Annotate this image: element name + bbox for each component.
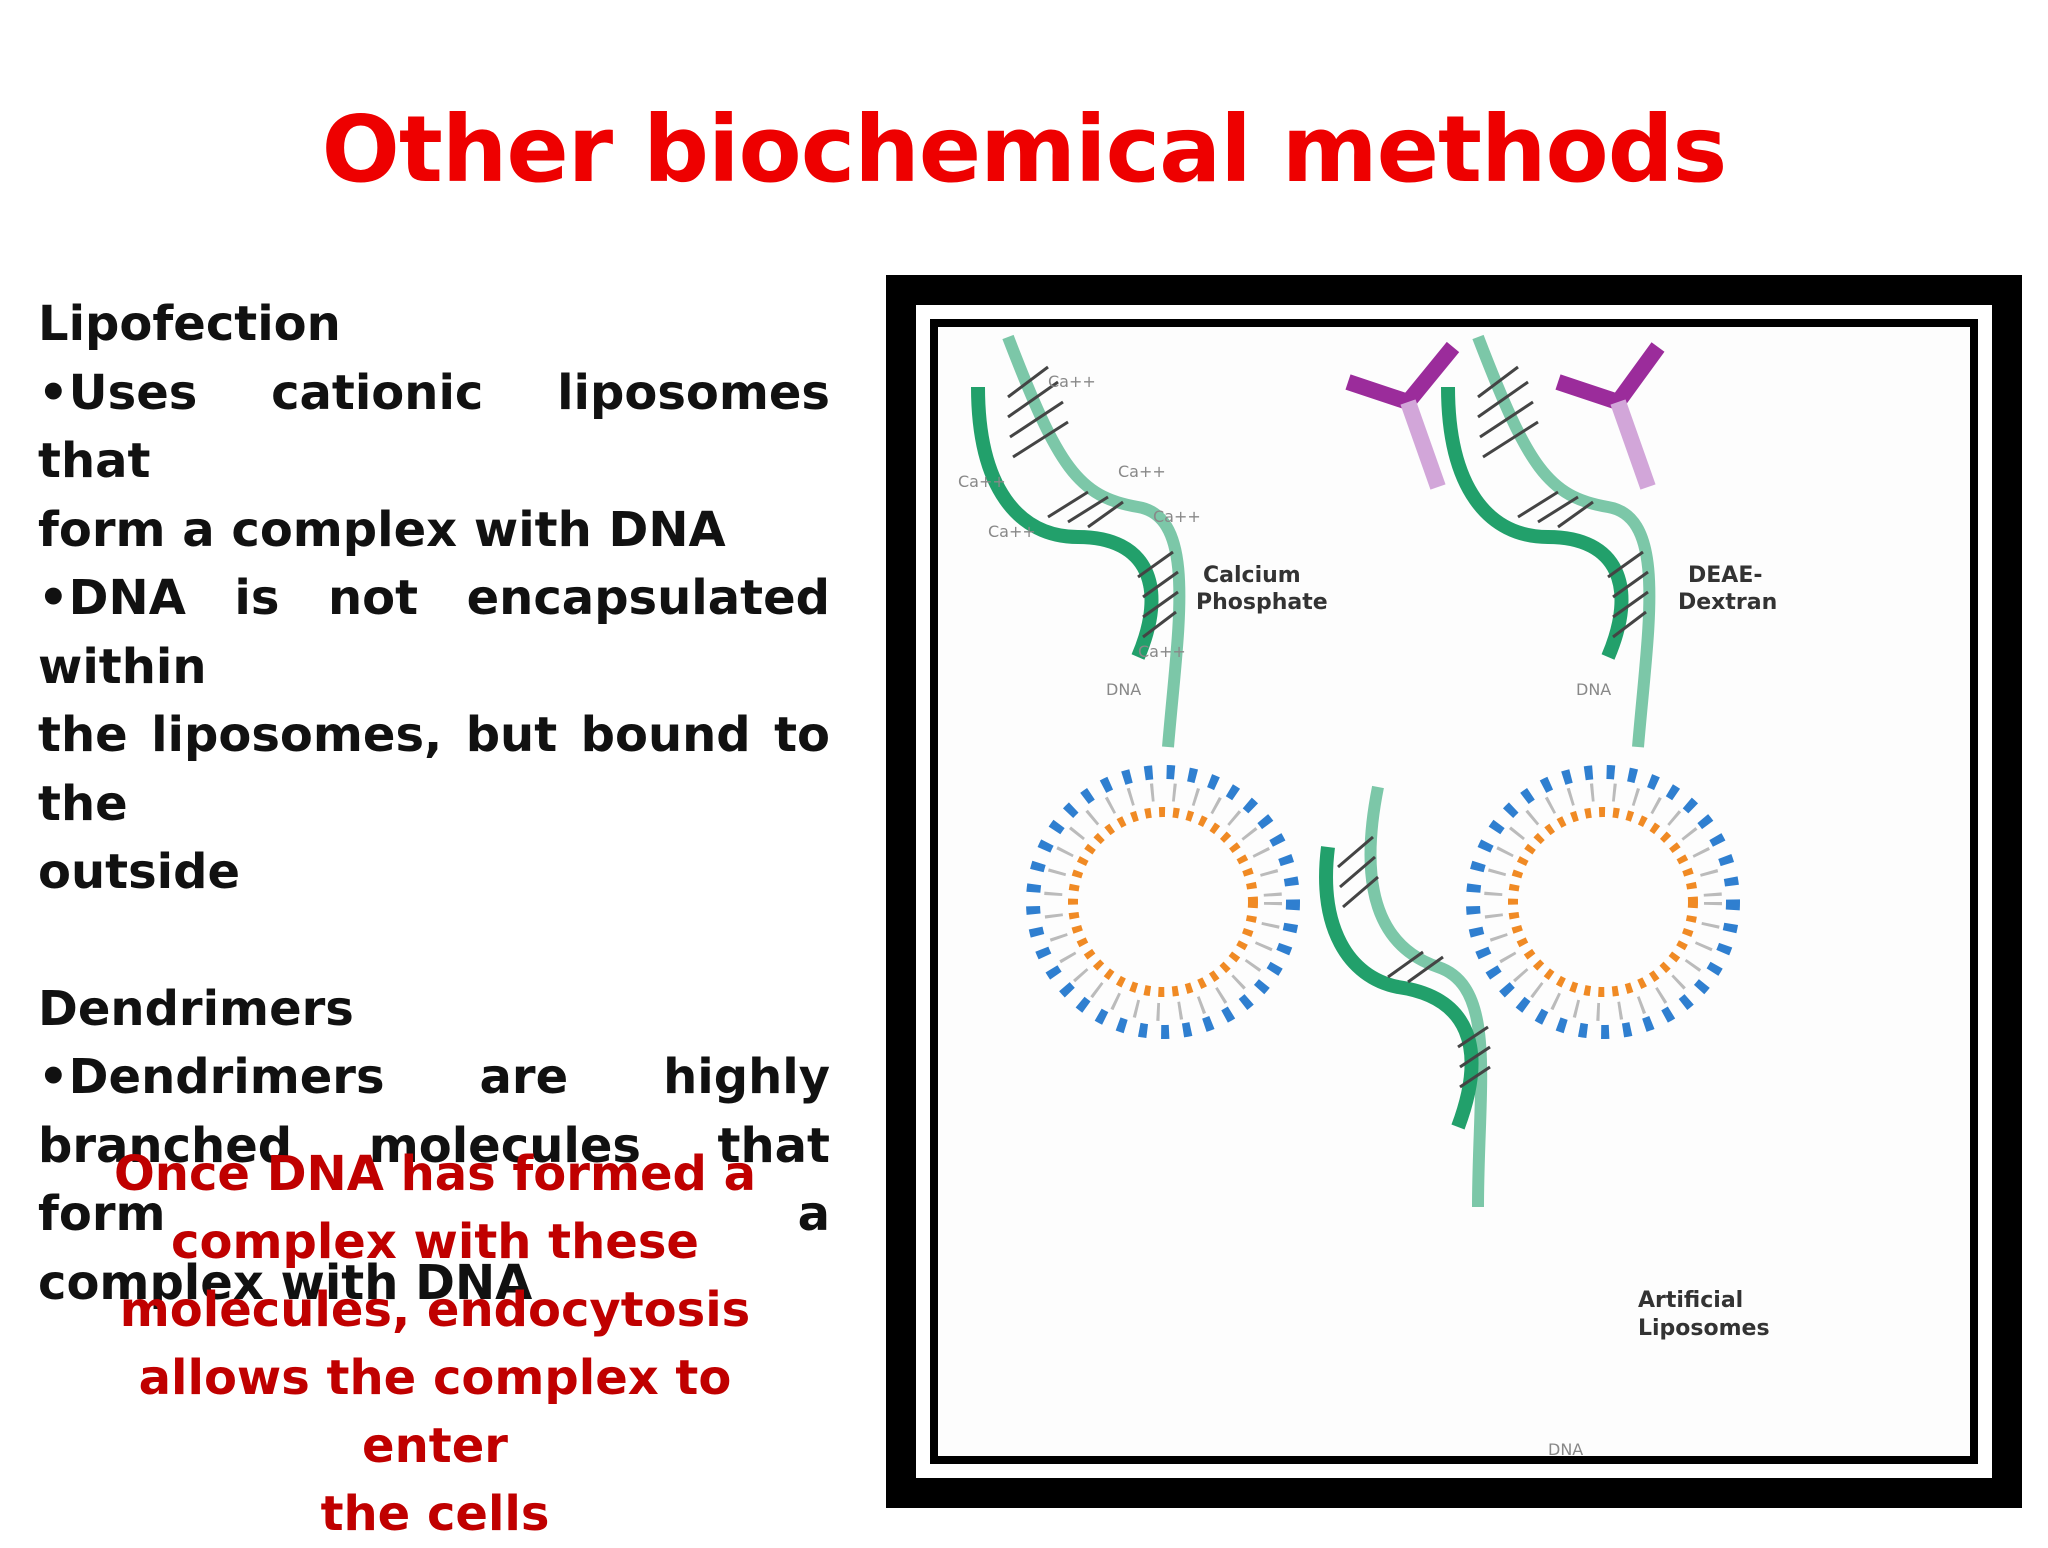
ion-label-3: Ca++	[1118, 462, 1166, 481]
conclusion-line-4: allows the complex to enter	[138, 1350, 732, 1474]
lipofection-bullet-1-line-2: form a complex with DNA	[38, 501, 726, 558]
lipofection-bullet-2-line-1: •DNA is not encapsulated within	[38, 570, 830, 695]
dextran-molecule-2	[1555, 342, 1665, 490]
dendrimers-heading: Dendrimers	[38, 980, 354, 1037]
dna-helix-deae	[1441, 334, 1656, 748]
left-text-column: Lipofection •Uses cationic liposomes tha…	[38, 290, 830, 1317]
dna-label-deae: DNA	[1576, 680, 1611, 699]
calcium-label-line-1: Calcium	[1203, 563, 1301, 588]
liposome-right	[1466, 765, 1740, 1039]
lipofection-bullet-1-line-1: •Uses cationic liposomes that	[38, 364, 830, 490]
conclusion-line-1: Once DNA has formed a	[114, 1146, 756, 1202]
figure-svg: Ca++ Ca++ Ca++ Ca++ Ca++ Ca++ DNA Calciu…	[958, 334, 1777, 1456]
liposome-label-line-1: Artificial	[1638, 1288, 1743, 1313]
conclusion-line-2: complex with these	[171, 1214, 699, 1270]
dna-helix-calcium	[971, 334, 1186, 748]
figure-frame: Ca++ Ca++ Ca++ Ca++ Ca++ Ca++ DNA Calciu…	[886, 275, 2022, 1508]
slide-title: Other biochemical methods	[321, 96, 1728, 203]
lipofection-bullet-2-line-3: outside	[38, 844, 241, 900]
ion-label-4: Ca++	[988, 522, 1036, 541]
dna-label-liposome: DNA	[1548, 1440, 1583, 1456]
transfection-methods-figure: Ca++ Ca++ Ca++ Ca++ Ca++ Ca++ DNA Calciu…	[938, 327, 1970, 1456]
dendrimers-bullet-line-2: branched molecules that form a	[38, 1117, 830, 1243]
conclusion-text: Once DNA has formed a complex with these…	[60, 1140, 810, 1548]
deae-label-line-2: Dextran	[1678, 590, 1777, 615]
dendrimers-bullet-line-1: •Dendrimers are highly	[38, 1049, 830, 1105]
ion-label-2: Ca++	[958, 472, 1006, 491]
dna-label-calcium: DNA	[1106, 680, 1141, 699]
conclusion-line-3: molecules, endocytosis	[119, 1282, 751, 1338]
dna-helix-liposome	[1319, 785, 1491, 1208]
calcium-label-line-2: Phosphate	[1196, 590, 1328, 615]
deae-label-line-1: DEAE-	[1688, 563, 1762, 588]
lipofection-heading: Lipofection	[38, 296, 341, 352]
ion-label-5: Ca++	[1153, 507, 1201, 526]
dextran-molecule-1	[1345, 341, 1460, 490]
conclusion-line-5: the cells	[320, 1486, 550, 1542]
liposome-label-line-2: Liposomes	[1638, 1316, 1770, 1341]
liposome-left	[1026, 765, 1300, 1039]
lipofection-bullet-2-line-2: the liposomes, but bound to the	[38, 707, 830, 832]
ion-label-1: Ca++	[1048, 372, 1096, 391]
dendrimers-bullet-line-3: complex with DNA	[38, 1254, 533, 1311]
ion-label-6: Ca++	[1138, 642, 1186, 661]
